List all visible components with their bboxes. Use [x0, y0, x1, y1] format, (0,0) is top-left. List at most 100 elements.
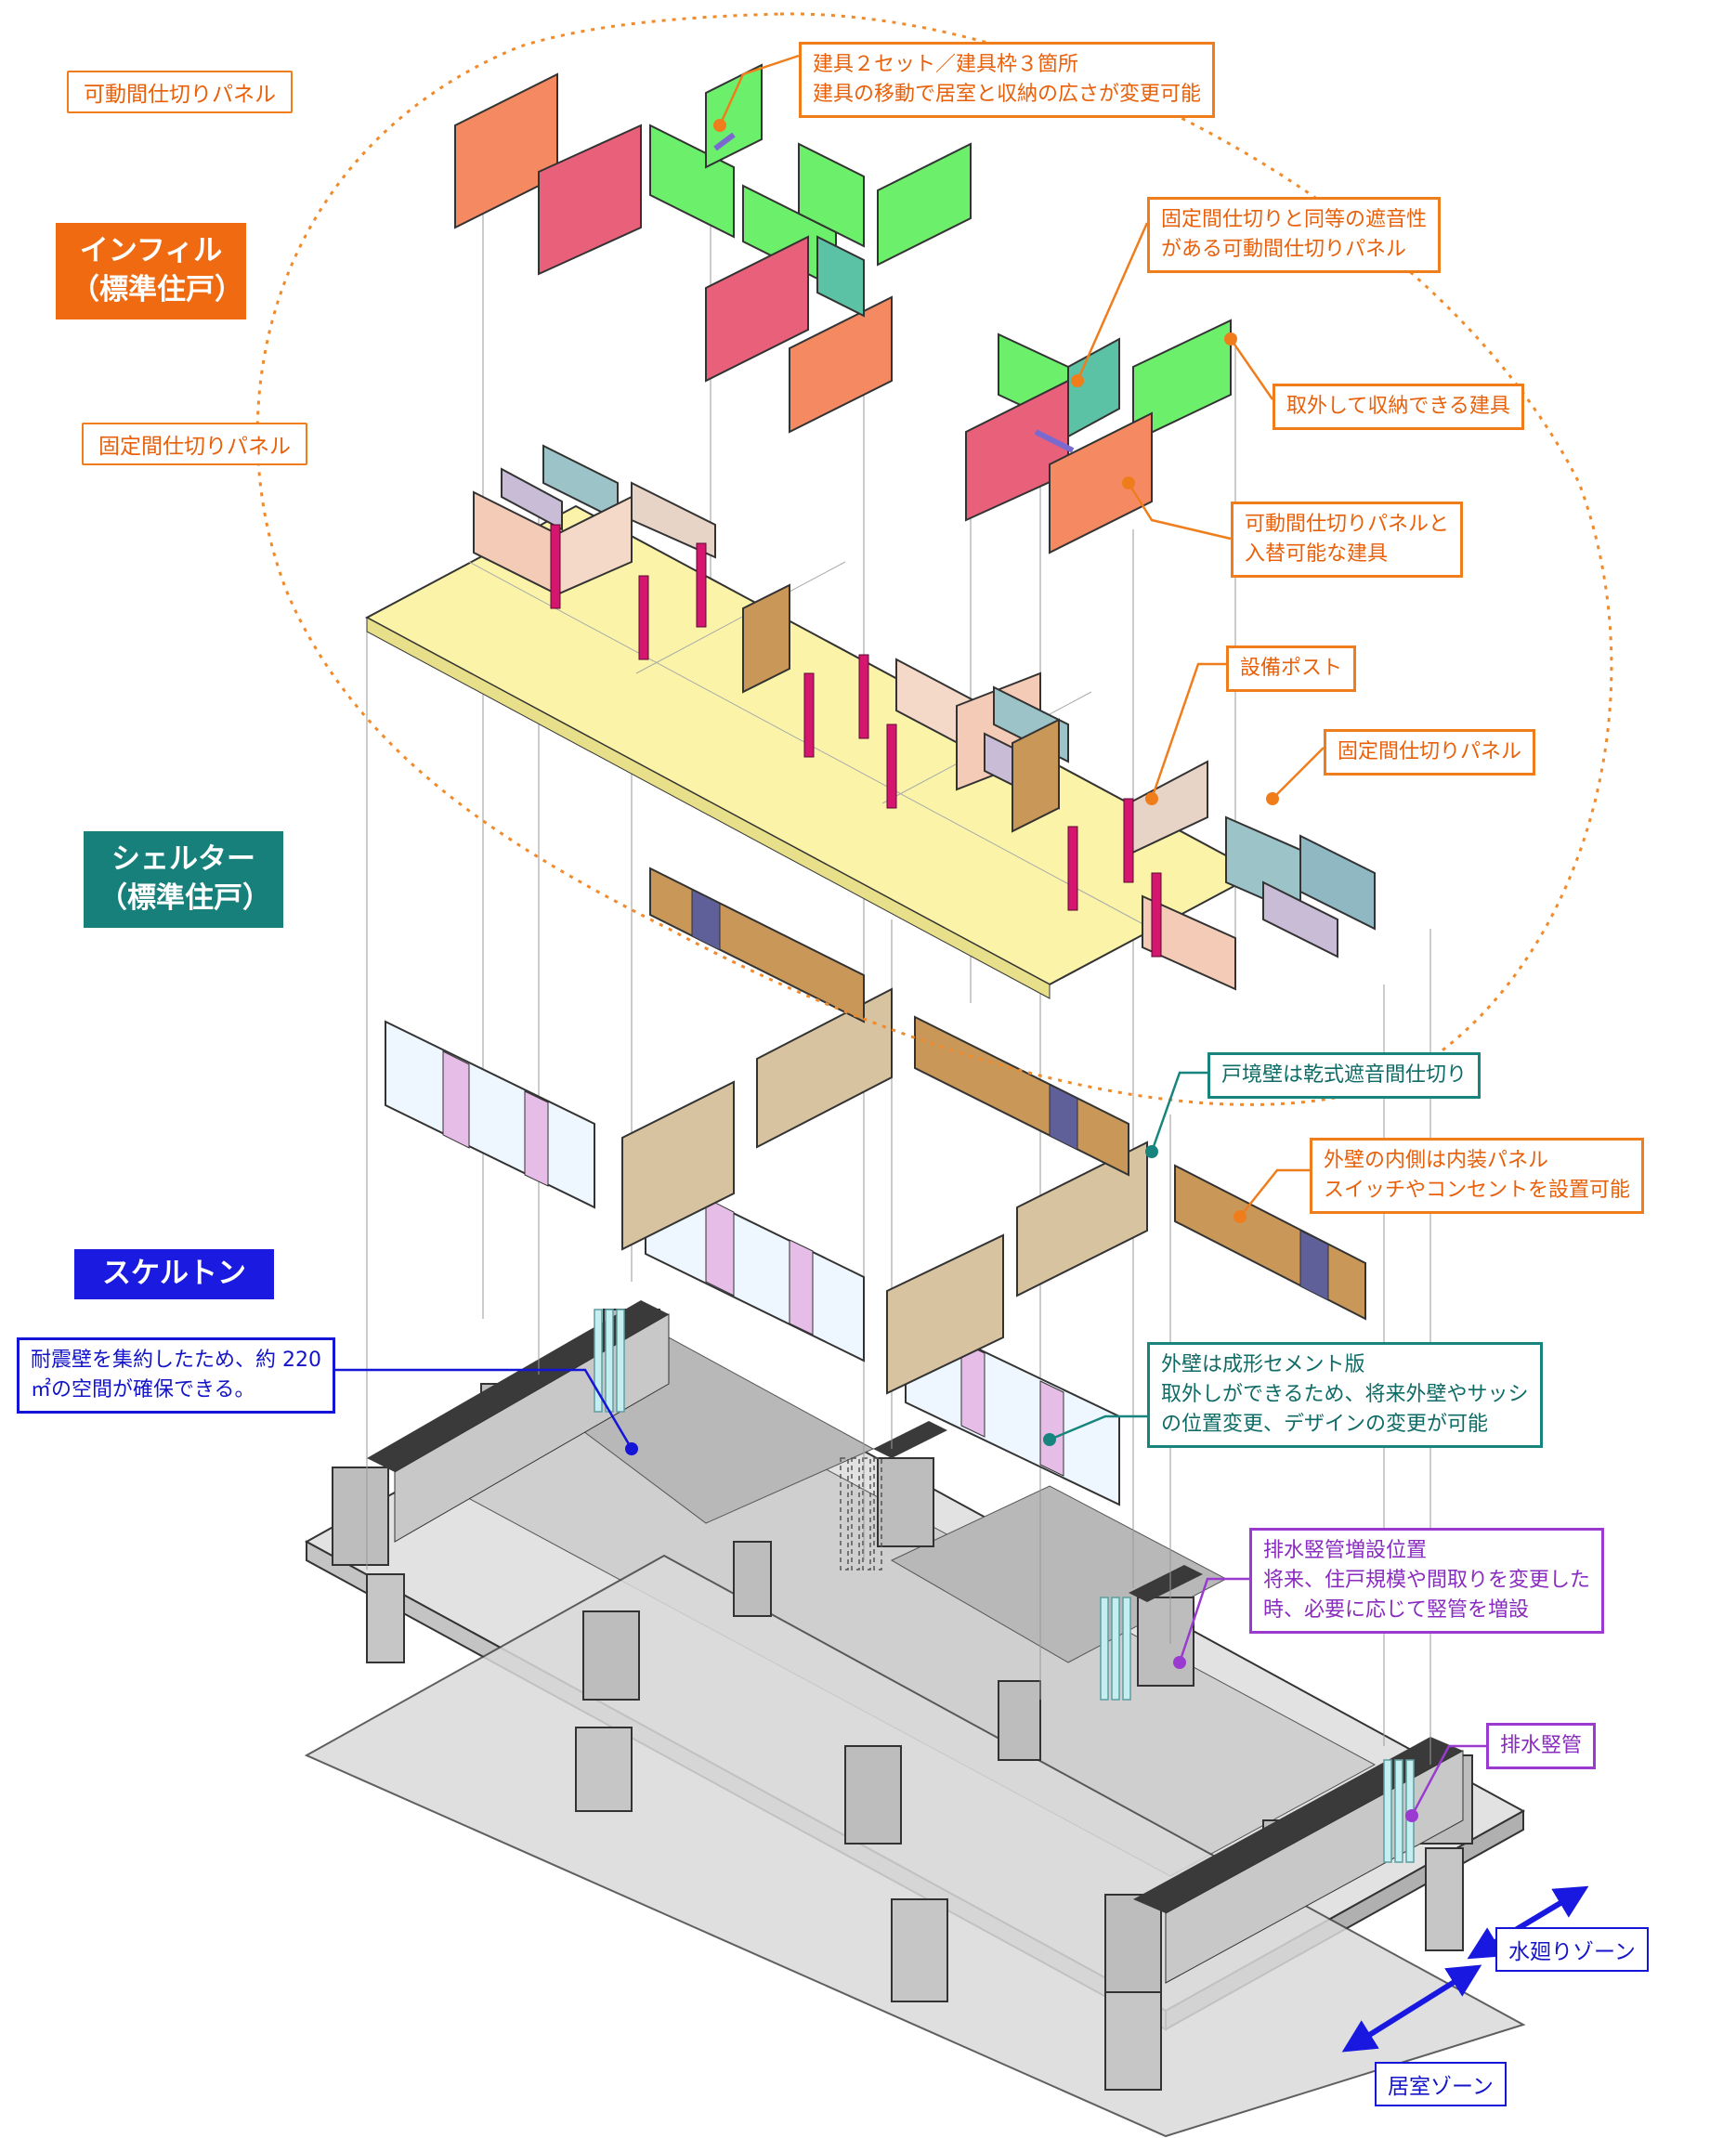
movable-panel-salmon — [789, 295, 893, 434]
shelter-badge: シェルター （標準住戸） — [84, 831, 283, 928]
equipment-post — [550, 524, 561, 609]
quake-wall-callout: 耐震壁を集約したため、約 220 ㎡の空間が確保できる。 — [17, 1337, 335, 1414]
removable-fixture-callout: 取外して収納できる建具 — [1273, 384, 1524, 430]
fixtures-sets-callout: 建具２セット／建具枠３箇所 建具の移動で居室と収納の広さが変更可能 — [799, 42, 1216, 118]
drain-extra-line1: 排水竪管増設位置 — [1263, 1539, 1428, 1562]
drain-pipes-dashed — [840, 1457, 882, 1571]
outer-wall-line1: 外壁は成形セメント版 — [1161, 1353, 1365, 1376]
exterior-wall-left — [385, 1020, 595, 1209]
movable-panel-green — [705, 63, 763, 169]
shear-wall-front — [1133, 1737, 1463, 1913]
movable-panel-green — [798, 142, 865, 248]
inner-wall-callout: 外壁の内側は内装パネル スイッチやコンセントを設置可能 — [1310, 1138, 1645, 1214]
leader-lines — [320, 54, 1486, 1817]
fixed-panel — [501, 467, 563, 531]
fixtures-sets-line1: 建具２セット／建具枠３箇所 — [813, 53, 1079, 76]
replaceable-fixture-callout: 可動間仕切りパネルと 入替可能な建具 — [1231, 502, 1464, 578]
boundary-wall — [886, 1233, 1004, 1395]
equipment-post-callout: 設備ポスト — [1226, 645, 1357, 692]
movable-panel-pink — [705, 235, 809, 383]
column — [1137, 1597, 1194, 1687]
replaceable-fixture-line2: 入替可能な建具 — [1245, 541, 1389, 566]
drain-extra-callout: 排水竪管増設位置 将来、住戸規模や間取りを変更した 時、必要に応じて竪管を増設 — [1249, 1528, 1605, 1634]
movable-panel-label: 可動間仕切りパネル — [67, 71, 293, 113]
boundary-wall — [756, 987, 893, 1149]
skeleton-badge: スケルトン — [74, 1249, 274, 1299]
lower-floor-slab — [304, 1554, 1526, 2138]
shelter-badge-line2: （標準住戸） — [98, 880, 271, 915]
drain-pipe-text: 排水竪管 — [1500, 1734, 1583, 1757]
outer-wall-line2: 取外しができるため、将来外壁やサッシ — [1161, 1382, 1529, 1406]
skeleton-badge-text: スケルトン — [102, 1257, 246, 1290]
removable-fixture-text: 取外して収納できる建具 — [1286, 395, 1510, 418]
closet-unit — [742, 583, 790, 694]
interior-panel — [914, 1015, 1129, 1177]
column — [733, 1541, 772, 1617]
equipment-post — [638, 575, 649, 660]
equipment-post — [803, 672, 815, 758]
movable-panel-green — [1132, 319, 1232, 443]
infill-badge: インフィル （標準住戸） — [56, 223, 246, 319]
column — [366, 1573, 405, 1663]
outer-wall-line3: の位置変更、デザインの変更が可能 — [1161, 1412, 1489, 1436]
movable-panel-teal — [816, 235, 865, 318]
fixed-panel-label-left: 固定間仕切りパネル — [82, 423, 307, 465]
shelter-badge-line1: シェルター — [111, 842, 255, 876]
leader-dots — [625, 119, 1418, 1822]
replaceable-fixture-line1: 可動間仕切りパネルと — [1245, 513, 1450, 536]
movable-panel-green — [877, 142, 972, 267]
equipment-post — [696, 542, 707, 628]
shear-wall-mid-2 — [1129, 1565, 1203, 1602]
fixed-partitions — [473, 444, 1376, 991]
infill-badge-line1: インフィル — [79, 234, 223, 267]
column — [891, 1898, 948, 2002]
outer-wall-callout: 外壁は成形セメント版 取外しができるため、将来外壁やサッシ の位置変更、デザイン… — [1147, 1342, 1543, 1448]
column — [1104, 1987, 1162, 2091]
infill-badge-line2: （標準住戸） — [71, 272, 243, 306]
shelter-walls — [385, 867, 1366, 1506]
sound-panel-line1: 固定間仕切りと同等の遮音性 — [1161, 208, 1428, 231]
column — [877, 1457, 934, 1547]
drain-pipe-callout: 排水竪管 — [1486, 1723, 1597, 1769]
quake-wall-line2: ㎡の空間が確保できる。 — [31, 1377, 255, 1401]
inner-wall-line1: 外壁の内側は内装パネル — [1324, 1149, 1549, 1172]
closet-unit — [1012, 718, 1060, 833]
shear-wall-back — [367, 1300, 669, 1472]
quake-wall-line1: 耐震壁を集約したため、約 220 — [31, 1349, 321, 1372]
equipment-post — [886, 724, 897, 809]
fixed-panel — [631, 481, 716, 559]
equipment-post — [1151, 872, 1162, 958]
movable-panels — [454, 63, 1232, 554]
movable-panel-salmon — [1049, 411, 1153, 554]
equipment-posts — [550, 524, 1162, 958]
water-zone-label: 水廻りゾーン — [1495, 1927, 1649, 1972]
drain-extra-line2: 将来、住戸規模や間取りを変更した — [1263, 1568, 1591, 1592]
interior-panel — [649, 867, 865, 1023]
boundary-wall-callout: 戸境壁は乾式遮音間仕切り — [1207, 1052, 1481, 1099]
living-zone-arrow — [1341, 1964, 1482, 2053]
fixed-panel — [1299, 834, 1376, 931]
boundary-wall — [1016, 1141, 1148, 1297]
equipment-post — [858, 654, 869, 739]
shear-wall-mid — [873, 1421, 947, 1458]
skeleton-structure — [304, 1300, 1526, 2138]
equipment-post — [1067, 826, 1078, 911]
living-zone-label: 居室ゾーン — [1375, 2062, 1507, 2106]
fixtures-sets-line2: 建具の移動で居室と収納の広さが変更可能 — [813, 82, 1202, 106]
column — [844, 1745, 902, 1845]
column — [332, 1467, 389, 1566]
column — [1104, 1894, 1162, 1993]
movable-panel-pink — [538, 124, 642, 276]
drain-extra-line3: 時、必要に応じて竪管を増設 — [1263, 1597, 1530, 1622]
equipment-post — [1123, 798, 1134, 883]
fixed-panel — [1142, 894, 1236, 991]
column — [1425, 1847, 1464, 1951]
fixed-panel-right-text: 固定間仕切りパネル — [1338, 740, 1522, 763]
boundary-wall — [621, 1080, 735, 1251]
sound-panel-callout: 固定間仕切りと同等の遮音性 がある可動間仕切りパネル — [1147, 197, 1442, 273]
infill-boundary — [255, 12, 1613, 1106]
fixed-panel — [1262, 880, 1338, 958]
sound-panel-line2: がある可動間仕切りパネル — [1161, 237, 1407, 261]
column — [582, 1610, 640, 1701]
